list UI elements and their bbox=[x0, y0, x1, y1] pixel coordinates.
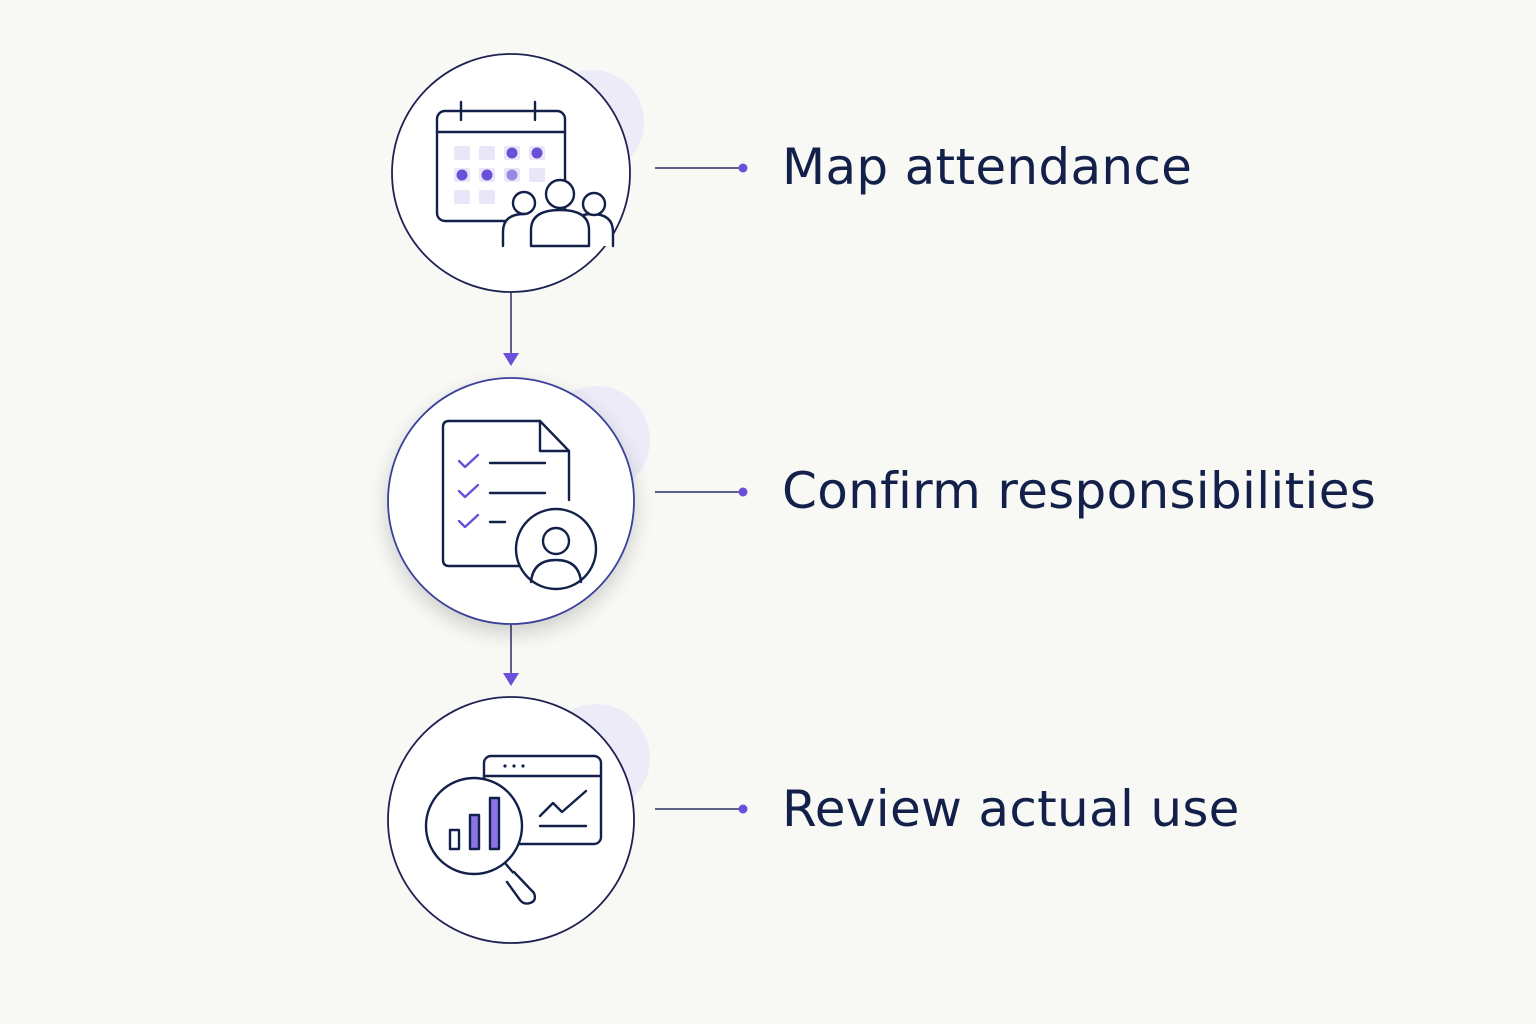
leader-line-3 bbox=[655, 804, 748, 814]
analytics-magnifier-icon bbox=[424, 754, 603, 905]
calendar-people-icon bbox=[435, 100, 615, 248]
leader-line-2 bbox=[655, 487, 748, 497]
checklist-person-icon bbox=[441, 419, 598, 591]
connector-arrow-1 bbox=[503, 287, 519, 366]
step-1-label: Map attendance bbox=[782, 138, 1193, 196]
connector-arrow-2 bbox=[503, 624, 519, 686]
leader-line-1 bbox=[655, 163, 748, 173]
step-2-label: Confirm responsibilities bbox=[782, 462, 1377, 520]
step-3-label: Review actual use bbox=[782, 780, 1240, 838]
step-2-circle bbox=[387, 377, 635, 625]
